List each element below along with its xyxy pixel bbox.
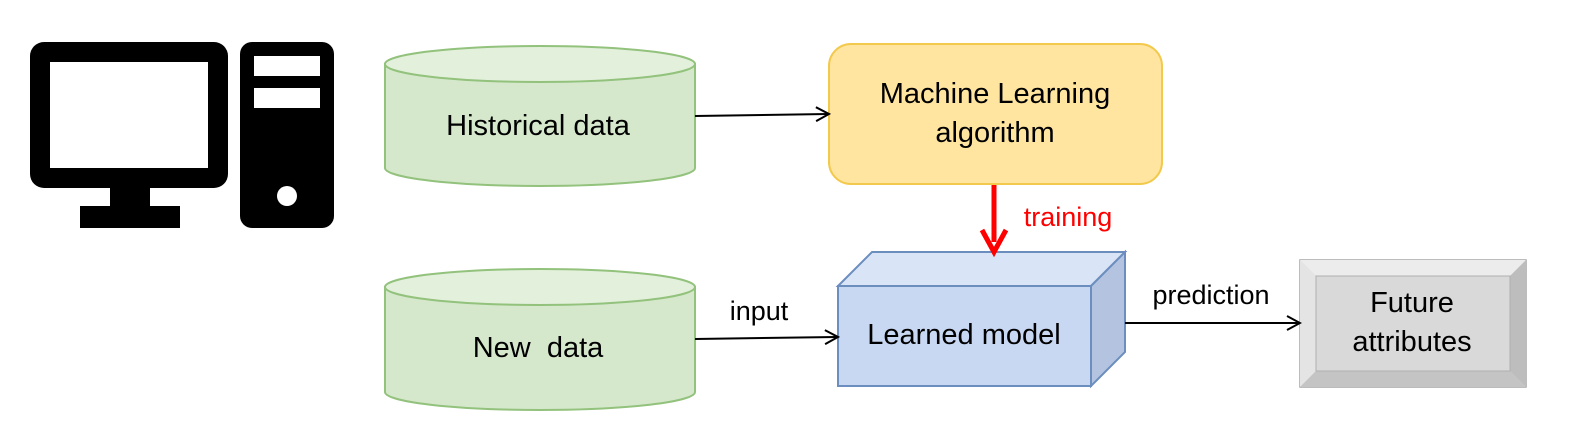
ml-algorithm-label-line1: Machine Learning <box>880 78 1111 110</box>
historical-data-label: Historical data <box>446 110 631 142</box>
training-label: training <box>1024 202 1113 232</box>
future-attributes-box: Future attributes <box>1299 259 1527 388</box>
historical-data-cylinder: Historical data <box>384 45 696 187</box>
ml-algorithm-box: Machine Learning algorithm <box>828 43 1163 185</box>
historical-to-ml-arrow <box>694 114 828 116</box>
new-data-label: New data <box>473 332 604 364</box>
desktop-computer-icon <box>30 42 334 228</box>
new-data-cylinder: New data <box>384 268 696 411</box>
future-attributes-label-line2: attributes <box>1352 326 1471 358</box>
ml-algorithm-label-line2: algorithm <box>935 117 1054 149</box>
learned-model-box: Learned model <box>835 249 1128 389</box>
input-arrow <box>694 337 837 339</box>
prediction-label: prediction <box>1152 280 1269 310</box>
input-label: input <box>730 296 789 326</box>
training-arrow <box>979 185 1009 258</box>
future-attributes-label-line1: Future <box>1370 287 1454 319</box>
learned-model-label: Learned model <box>867 319 1060 351</box>
